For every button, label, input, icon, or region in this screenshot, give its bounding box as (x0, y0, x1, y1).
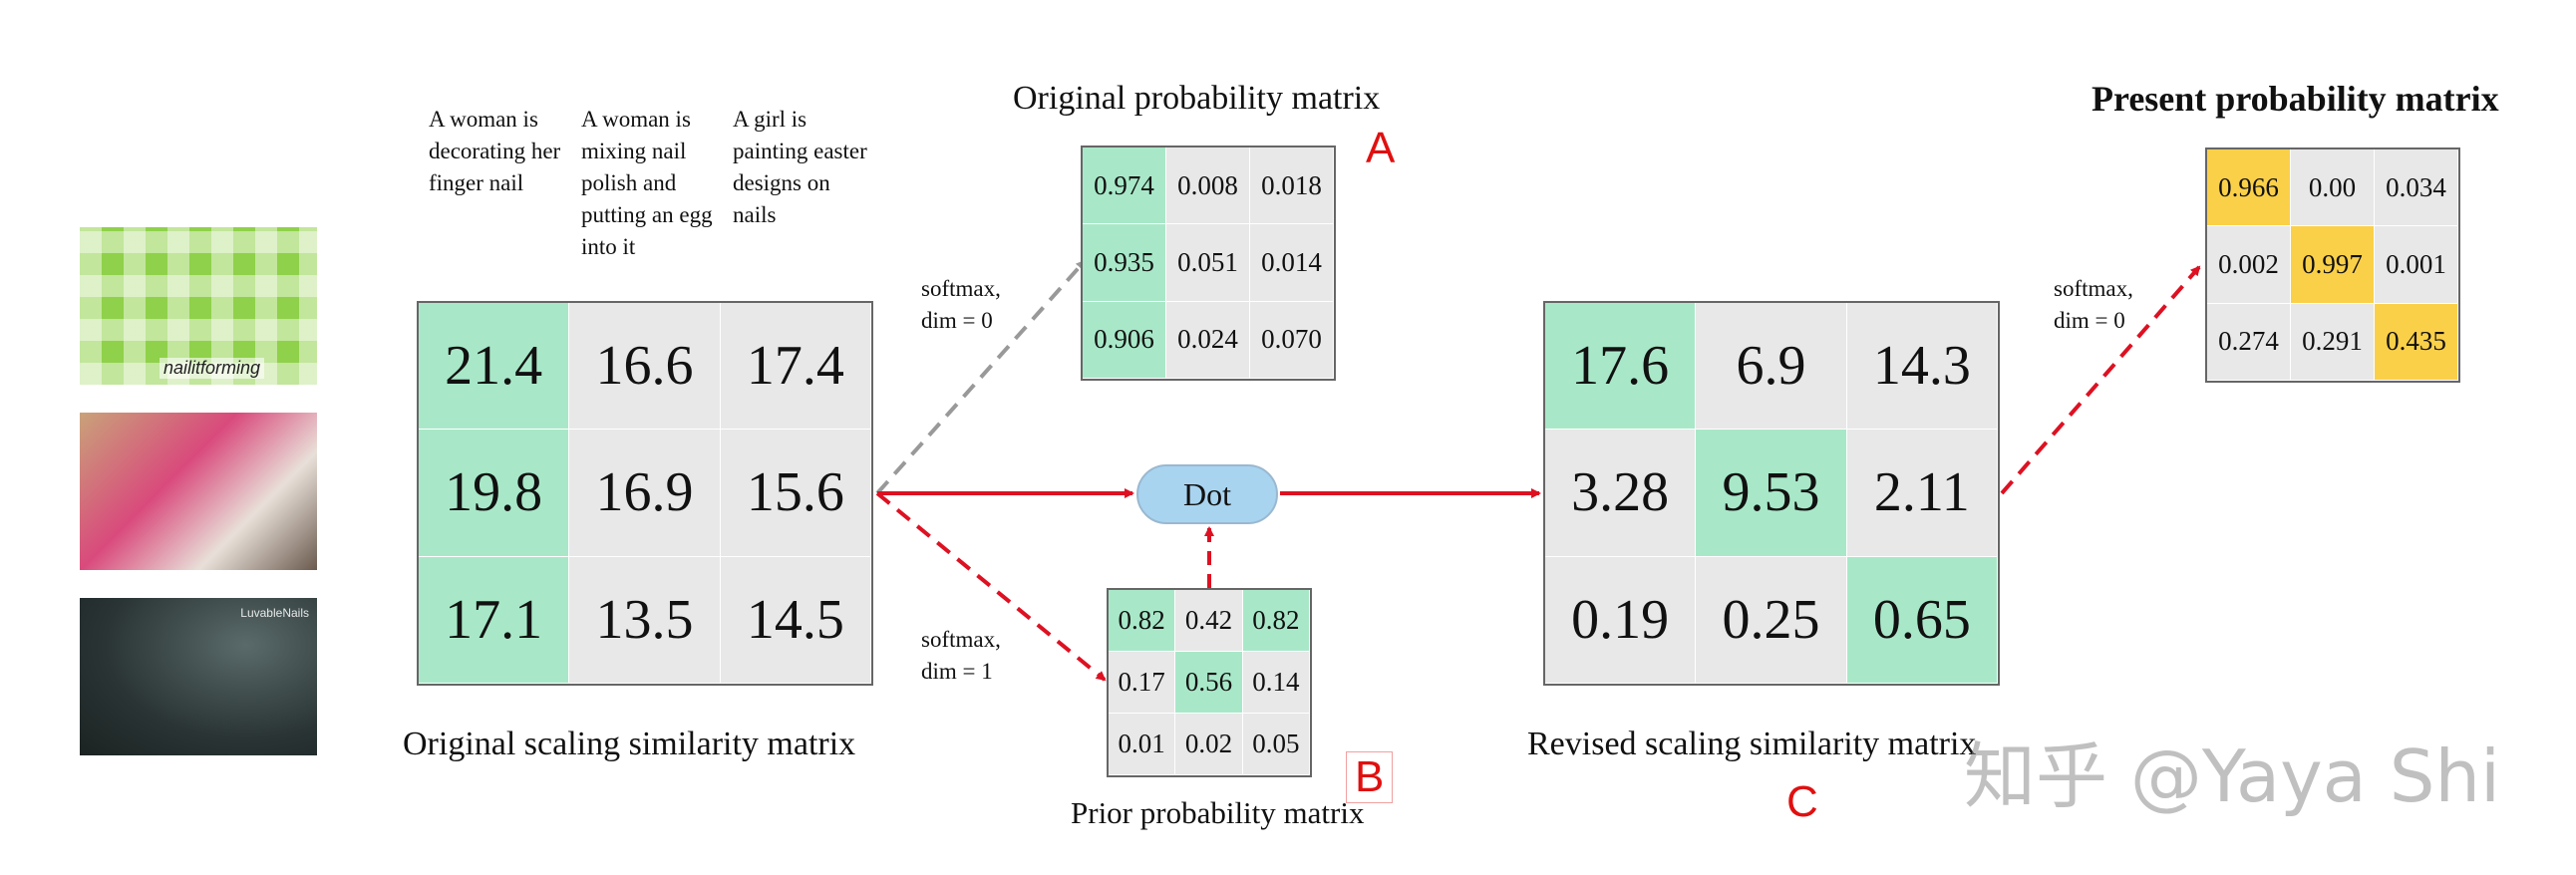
video-thumbnail-3: LuvableNails (80, 598, 317, 755)
matrix-cell: 0.01 (1109, 714, 1176, 775)
letter-c: C (1786, 777, 1818, 826)
present-probability-label: Present probability matrix (2092, 79, 2499, 119)
matrix-cell: 0.291 (2291, 303, 2375, 381)
matrix-cell: 0.014 (1250, 224, 1334, 302)
matrix-cell: 15.6 (720, 430, 871, 557)
matrix-cell: 0.935 (1083, 224, 1166, 302)
thumbnail-3-watermark: LuvableNails (240, 606, 309, 620)
matrix-cell: 0.17 (1109, 652, 1176, 714)
letter-a: A (1366, 124, 1396, 172)
matrix-cell: 0.051 (1166, 224, 1250, 302)
letter-b: B (1346, 751, 1394, 803)
matrix-cell: 0.966 (2207, 149, 2291, 227)
matrix-cell: 16.6 (569, 303, 721, 431)
matrix-cell: 13.5 (569, 556, 721, 684)
matrix-cell: 17.4 (720, 303, 871, 431)
matrix-cell: 2.11 (1846, 430, 1998, 557)
matrix-cell: 0.070 (1250, 301, 1334, 379)
softmax-dim0-annotation-c: softmax, dim = 0 (2054, 273, 2133, 337)
caption-3: A girl is painting easter designs on nai… (733, 107, 867, 227)
original-probability-label: Original probability matrix (1013, 80, 1381, 117)
softmax-dim1-annotation: softmax, dim = 1 (921, 624, 1001, 688)
matrix-cell: 0.274 (2207, 303, 2291, 381)
matrix-cell: 0.19 (1545, 556, 1697, 684)
matrix-cell: 0.82 (1109, 590, 1176, 652)
matrix-cell: 17.6 (1545, 303, 1697, 431)
matrix-cell: 0.435 (2375, 303, 2458, 381)
matrix-cell: 6.9 (1696, 303, 1847, 431)
matrix-cell: 0.25 (1696, 556, 1847, 684)
matrix-cell: 0.034 (2375, 149, 2458, 227)
prior-probability-label: Prior probability matrix (1071, 795, 1365, 830)
softmax-dim0-a-line2: dim = 0 (921, 308, 993, 333)
matrix-cell: 0.82 (1242, 590, 1310, 652)
matrix-cell: 0.974 (1083, 147, 1166, 225)
dot-product-node: Dot (1136, 464, 1278, 524)
matrix-cell: 14.5 (720, 556, 871, 684)
video-thumbnail-1: nailitforming (80, 227, 317, 385)
softmax-dim0-c-line1: softmax, (2054, 276, 2133, 301)
matrix-cell: 21.4 (419, 303, 570, 431)
matrix-cell: 19.8 (419, 430, 570, 557)
matrix-cell: 0.00 (2291, 149, 2375, 227)
caption-2: A woman is mixing nail polish and puttin… (581, 107, 713, 259)
softmax-dim0-a-line1: softmax, (921, 276, 1001, 301)
matrix-cell: 3.28 (1545, 430, 1697, 557)
matrix-cell: 17.1 (419, 556, 570, 684)
matrix-cell: 0.024 (1166, 301, 1250, 379)
matrix-cell: 0.997 (2291, 226, 2375, 304)
softmax-dim1-line1: softmax, (921, 627, 1001, 652)
softmax-dim1-line2: dim = 1 (921, 659, 993, 684)
softmax-dim0-annotation-a: softmax, dim = 0 (921, 273, 1001, 337)
matrix-cell: 0.018 (1250, 147, 1334, 225)
matrix-cell: 16.9 (569, 430, 721, 557)
video-thumbnail-2 (80, 413, 317, 570)
matrix-cell: 0.008 (1166, 147, 1250, 225)
thumbnail-1-watermark: nailitforming (160, 358, 265, 379)
matrix-cell: 0.001 (2375, 226, 2458, 304)
matrix-cell: 0.05 (1242, 714, 1310, 775)
matrix-cell: 0.42 (1175, 590, 1243, 652)
arrow-scaling-to-prior (875, 491, 1107, 682)
matrix-cell: 0.02 (1175, 714, 1243, 775)
zhihu-watermark: 知乎 @Yaya Shi (1964, 734, 2501, 818)
matrix-cell: 0.906 (1083, 301, 1166, 379)
original-scaling-label: Original scaling similarity matrix (403, 726, 856, 762)
matrix-cell: 14.3 (1846, 303, 1998, 431)
caption-1: A woman is decorating her finger nail (429, 107, 561, 195)
matrix-cell: 0.56 (1175, 652, 1243, 714)
matrix-cell: 0.002 (2207, 226, 2291, 304)
matrix-cell: 0.14 (1242, 652, 1310, 714)
softmax-dim0-c-line2: dim = 0 (2054, 308, 2125, 333)
revised-scaling-label: Revised scaling similarity matrix (1527, 726, 1977, 762)
matrix-cell: 9.53 (1696, 430, 1847, 557)
arrow-scaling-to-probability (875, 259, 1087, 495)
matrix-cell: 0.65 (1846, 556, 1998, 684)
